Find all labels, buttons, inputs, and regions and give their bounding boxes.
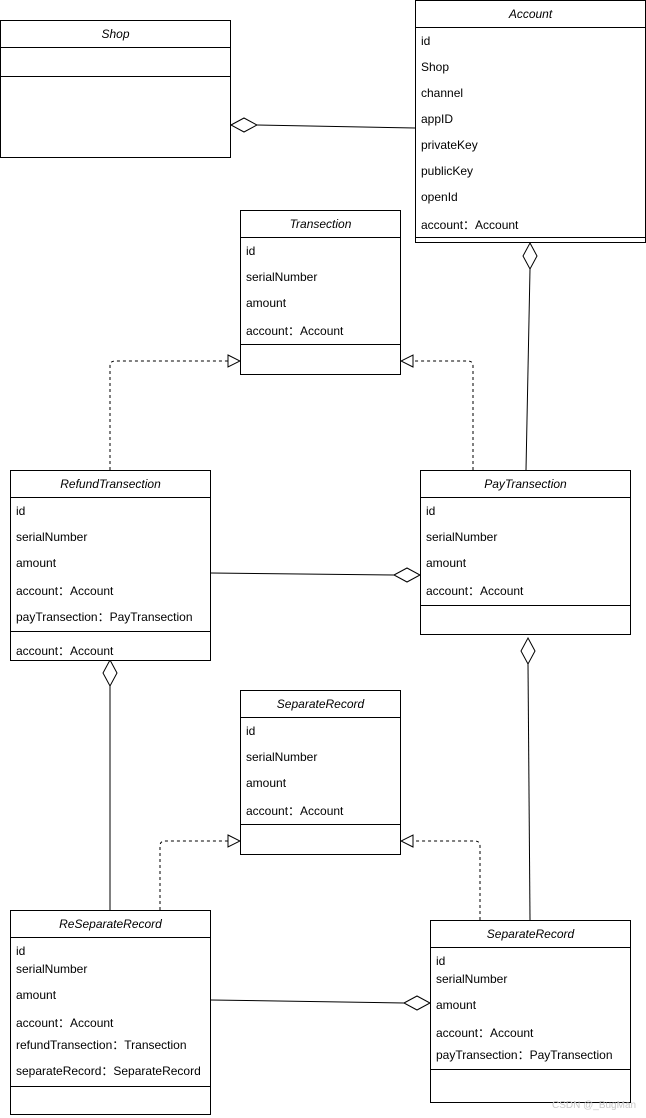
attribute: amount [436, 998, 477, 1012]
divider [241, 344, 400, 345]
attribute: id [436, 954, 446, 968]
class-re-separate-record[interactable]: ReSeparateRecord id serialNumber amount … [10, 910, 211, 1115]
attribute: id [16, 504, 26, 518]
class-title: Account [416, 1, 645, 28]
aggregation-diamond-account [522, 241, 538, 271]
attribute: serialNumber [436, 972, 508, 986]
attribute: serialNumber [246, 750, 318, 764]
class-title: SeparateRecord [431, 921, 630, 948]
attribute: account：Account [421, 218, 519, 232]
attribute: amount [246, 296, 287, 310]
class-title: Transection [241, 211, 400, 238]
attribute: privateKey [421, 138, 478, 152]
divider [1, 76, 230, 77]
aggregation-line-refund-pay [210, 572, 395, 576]
realization-reseparate-base [159, 841, 240, 910]
aggregation-diamond-separate [402, 995, 432, 1011]
attribute: account：Account [436, 1026, 534, 1040]
divider [241, 824, 400, 825]
class-title: Shop [1, 21, 230, 48]
attribute: appID [421, 112, 454, 126]
attribute: serialNumber [426, 530, 498, 544]
aggregation-diamond-refund [102, 658, 118, 688]
divider [431, 1069, 630, 1070]
realization-pay-transection [401, 361, 474, 470]
class-shop[interactable]: Shop [0, 20, 231, 158]
class-separate-record-base[interactable]: SeparateRecord id serialNumber amount ac… [240, 690, 401, 855]
attribute: account：Account [246, 804, 344, 818]
attribute: account：Account [426, 584, 524, 598]
attribute: serialNumber [246, 270, 318, 284]
attribute: Shop [421, 60, 450, 74]
realization-separate-base [401, 841, 481, 920]
attribute: payTransection：PayTransection [16, 610, 193, 624]
attribute: refundTransection：Transection [16, 1038, 187, 1052]
aggregation-diamond-pay-bottom [520, 636, 536, 666]
attribute: id [246, 724, 256, 738]
attribute: id [421, 34, 431, 48]
attribute: account：Account [16, 584, 114, 598]
attribute: account：Account [246, 324, 344, 338]
aggregation-diamond-pay [392, 567, 422, 583]
attribute: amount [16, 988, 57, 1002]
class-transection[interactable]: Transection id serialNumber amount accou… [240, 210, 401, 375]
operation: account：Account [16, 644, 114, 658]
attribute: serialNumber [16, 962, 88, 976]
attribute: id [426, 504, 436, 518]
attribute: amount [16, 556, 57, 570]
divider [421, 605, 630, 606]
class-refund-transection[interactable]: RefundTransection id serialNumber amount… [10, 470, 211, 661]
attribute: separateRecord：SeparateRecord [16, 1064, 201, 1078]
aggregation-line-reseparate-separate [210, 999, 405, 1004]
attribute: amount [246, 776, 287, 790]
class-title: PayTransection [421, 471, 630, 498]
attribute: publicKey [421, 164, 474, 178]
class-title: SeparateRecord [241, 691, 400, 718]
class-title: RefundTransection [11, 471, 210, 498]
class-separate-record[interactable]: SeparateRecord id serialNumber amount ac… [430, 920, 631, 1103]
attribute: id [16, 944, 26, 958]
divider [416, 237, 645, 238]
aggregation-line-separate-pay [527, 663, 531, 921]
attribute: id [246, 244, 256, 258]
watermark: CSDN @_BugMan [552, 1100, 637, 1111]
divider [11, 631, 210, 632]
aggregation-line-pay-account [525, 268, 531, 471]
divider [11, 1086, 210, 1087]
attribute: account：Account [16, 1016, 114, 1030]
class-title: ReSeparateRecord [11, 911, 210, 938]
class-pay-transection[interactable]: PayTransection id serialNumber amount ac… [420, 470, 631, 635]
attribute: openId [421, 190, 458, 204]
realization-refund-transection [109, 361, 240, 470]
attribute: serialNumber [16, 530, 88, 544]
attribute: payTransection：PayTransection [436, 1048, 613, 1062]
attribute: amount [426, 556, 467, 570]
class-account[interactable]: Account id Shop channel appID privateKey… [415, 0, 646, 243]
aggregation-diamond-shop [229, 117, 259, 133]
attribute: channel [421, 86, 464, 100]
aggregation-line-account-shop [256, 124, 416, 129]
